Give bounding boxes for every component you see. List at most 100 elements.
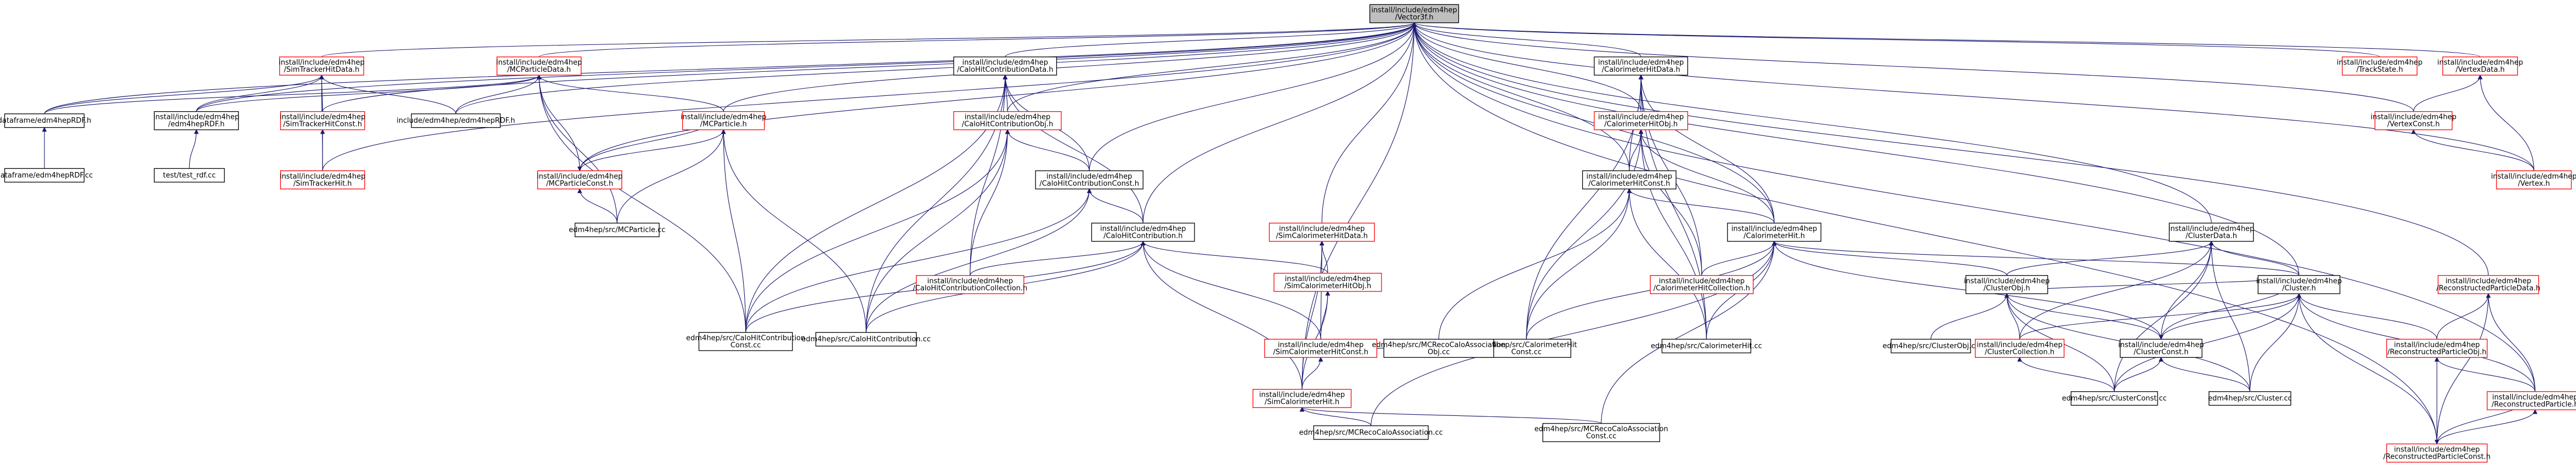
file-node-trdf[interactable]: test/test_rdf.cc (154, 168, 225, 183)
node-label-line: /ReconstructedParticleData.h (2436, 284, 2540, 293)
file-node-clsocc[interactable]: edm4hep/src/ClusterObj.cc (1883, 339, 1979, 353)
file-node-rpo[interactable]: install/include/edm4hep/ReconstructedPar… (2386, 339, 2488, 358)
file-node-mcpc[interactable]: install/include/edm4hep/MCParticleConst.… (537, 170, 622, 190)
file-node-clscol[interactable]: install/include/edm4hep/ClusterCollectio… (1974, 339, 2065, 358)
node-box (1273, 272, 1382, 292)
edge-arrowhead (536, 75, 542, 79)
file-node-calhcc[interactable]: edm4hep/src/CalorimeterHit.cc (1651, 339, 1762, 353)
file-node-mcrcaccc[interactable]: edm4hep/src/MCRecoCaloAssociationConst.c… (1535, 423, 1668, 442)
file-node-calhd[interactable]: install/include/edm4hep/CalorimeterHitDa… (1594, 56, 1688, 76)
file-node-rpc[interactable]: install/include/edm4hep/ReconstructedPar… (2383, 443, 2491, 463)
node-label-line: install/include/edm4hep (279, 59, 364, 67)
file-node-mcp[interactable]: install/include/edm4hep/MCParticle.h (681, 111, 766, 130)
file-node-scahc[interactable]: install/include/edm4hep/SimCalorimeterHi… (1264, 339, 1378, 358)
file-node-chccc[interactable]: edm4hep/src/CaloHitContribution.cc (801, 332, 931, 347)
edge-arrowhead (721, 129, 726, 134)
node-box (815, 332, 917, 347)
file-node-calhcol[interactable]: install/include/edm4hep/CalorimeterHitCo… (1650, 275, 1754, 294)
dependency-edge (196, 22, 1415, 112)
node-box (1369, 4, 1459, 24)
dependency-edge (2436, 409, 2535, 444)
file-node-calh[interactable]: install/include/edm4hep/CalorimeterHit.h (1727, 222, 1821, 242)
dependency-edge (2160, 357, 2250, 392)
file-node-chcccc[interactable]: edm4hep/src/CaloHitContributionConst.cc (686, 332, 805, 351)
file-node-irdf[interactable]: include/edm4hep/edm4hepRDF.h (397, 113, 515, 128)
file-node-clscc2[interactable]: edm4hep/src/Cluster.cc (2208, 391, 2292, 406)
edge-arrowhead (2477, 75, 2483, 79)
node-label-line: install/include/edm4hep (280, 173, 365, 181)
edge-arrowhead (1771, 241, 1777, 245)
dependency-edge (1640, 75, 1775, 224)
file-node-chcd[interactable]: install/include/edm4hep/CaloHitContribut… (953, 56, 1057, 76)
dependency-edge (1414, 22, 2535, 392)
node-box (280, 170, 365, 190)
dependency-edge (2298, 293, 2437, 340)
dependency-edge (1438, 188, 1630, 340)
dependency-edge (616, 129, 724, 224)
dependency-edge (2298, 294, 2437, 444)
file-node-clscc[interactable]: edm4hep/src/ClusterConst.cc (2062, 391, 2167, 406)
node-label-line: /SimCalorimeterHitObj.h (1284, 282, 1372, 290)
node-label-line: Const.cc (1586, 432, 1617, 441)
node-box (411, 113, 501, 128)
node-label-line: edm4hep/src/MCParticle.cc (569, 226, 665, 234)
file-node-calho[interactable]: install/include/edm4hep/CalorimeterHitOb… (1594, 111, 1688, 130)
file-node-chcc[interactable]: install/include/edm4hep/CaloHitContribut… (1035, 170, 1143, 190)
dependency-edge (2006, 241, 2212, 276)
file-node-root[interactable]: install/include/edm4hep/Vector3f.h (1369, 4, 1459, 24)
file-node-sthc[interactable]: install/include/edm4hep/SimTrackerHitCon… (280, 111, 365, 130)
file-node-clsd[interactable]: install/include/edm4hep/ClusterData.h (2169, 222, 2254, 242)
dependency-edge (1414, 22, 1630, 171)
file-node-sth[interactable]: install/include/edm4hep/SimTrackerHit.h (280, 170, 365, 190)
file-node-calhccc[interactable]: edm4hep/src/CalorimeterHitConst.cc (1476, 339, 1577, 358)
node-label-line: install/include/edm4hep (280, 113, 365, 122)
node-box (2209, 391, 2291, 406)
file-node-vtxd[interactable]: install/include/edm4hep/VertexData.h (2437, 56, 2523, 76)
node-box (1965, 275, 2048, 294)
file-node-cls[interactable]: install/include/edm4hep/Cluster.h (2256, 275, 2342, 294)
dependency-edge (539, 75, 724, 112)
node-label-line: /Cluster.h (2282, 284, 2316, 293)
file-node-rpd[interactable]: install/include/edm4hep/ReconstructedPar… (2436, 275, 2540, 294)
file-node-chc[interactable]: install/include/edm4hep/CaloHitContribut… (1091, 222, 1195, 242)
file-node-rp[interactable]: install/include/edm4hep/ReconstructedPar… (2487, 391, 2576, 410)
dependency-edge (1301, 357, 1321, 390)
dependency-edge (44, 22, 1415, 114)
node-label-line: install/include/edm4hep (2118, 341, 2204, 349)
file-node-trks[interactable]: install/include/edm4hep/TrackState.h (2337, 56, 2422, 76)
file-node-dfrdf[interactable]: dataframe/edm4hepRDF.h (0, 113, 91, 128)
dependency-edge (723, 129, 867, 333)
file-node-vtx[interactable]: install/include/edm4hep/Vertex.h (2491, 170, 2576, 190)
file-node-clso[interactable]: install/include/edm4hep/ClusterObj.h (1964, 275, 2050, 294)
file-node-chco[interactable]: install/include/edm4hep/CaloHitContribut… (953, 111, 1062, 130)
node-label-line: install/include/edm4hep (1279, 225, 1365, 233)
node-label-line: /CaloHitContributionData.h (957, 66, 1054, 74)
file-node-sthd[interactable]: install/include/edm4hep/SimTrackerHitDat… (279, 56, 365, 76)
node-box (1661, 339, 1752, 353)
node-box (2374, 111, 2453, 130)
node-box (2342, 56, 2418, 76)
node-box (698, 332, 793, 351)
edge-arrowhead (2435, 357, 2439, 362)
file-node-mcpd[interactable]: install/include/edm4hep/MCParticleData.h (496, 56, 582, 76)
file-node-chccol[interactable]: install/include/edm4hep/CaloHitContribut… (913, 275, 1027, 294)
file-node-scah[interactable]: install/include/edm4hep/SimCalorimeterHi… (1252, 388, 1352, 408)
node-label-line: /ReconstructedParticleObj.h (2387, 348, 2487, 356)
file-node-calhc[interactable]: install/include/edm4hep/CalorimeterHitCo… (1582, 170, 1677, 190)
dependency-edge (1601, 241, 1775, 424)
node-label-line: /ClusterData.h (2186, 232, 2237, 240)
file-node-vtxc[interactable]: install/include/edm4hep/VertexConst.h (2371, 111, 2456, 130)
node-box (280, 111, 365, 130)
dependency-edge (539, 22, 1415, 58)
file-node-mcrcacc[interactable]: edm4hep/src/MCRecoCaloAssociation.cc (1299, 425, 1443, 440)
file-node-incrdf[interactable]: install/include/edm4hep/edm4hepRDF.h (154, 111, 239, 130)
file-node-dfcc[interactable]: dataframe/edm4hepRDF.cc (0, 168, 93, 183)
file-node-mcpcc[interactable]: edm4hep/src/MCParticle.cc (569, 222, 665, 237)
dependency-edge (579, 22, 1415, 171)
file-node-scahd[interactable]: install/include/edm4hep/SimCalorimeterHi… (1269, 222, 1375, 242)
node-label-line: install/include/edm4hep (681, 113, 766, 122)
file-node-scaho[interactable]: install/include/edm4hep/SimCalorimeterHi… (1273, 272, 1382, 292)
file-node-clsc[interactable]: install/include/edm4hep/ClusterConst.h (2118, 339, 2204, 358)
dependency-edge (1414, 22, 2414, 112)
